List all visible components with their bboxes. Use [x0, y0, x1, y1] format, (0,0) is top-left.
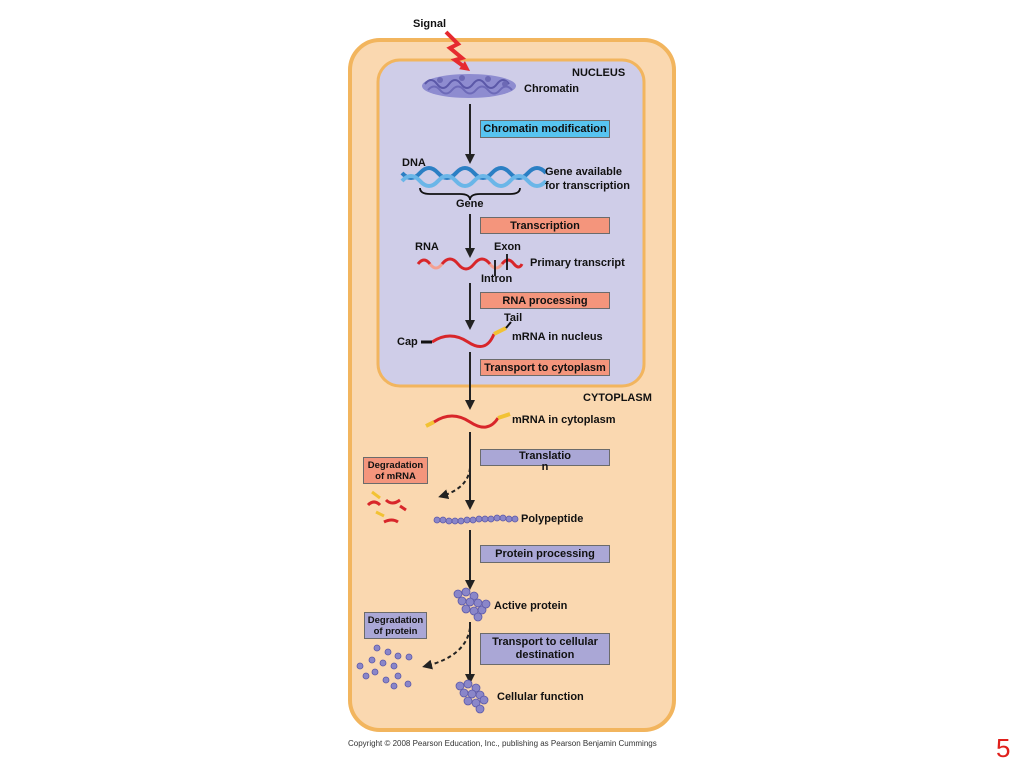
gene-available-label-1: Gene available: [545, 166, 623, 178]
step-transcription-label: Transcription: [510, 219, 580, 232]
gene-available-label-2: for transcription: [545, 180, 630, 192]
step-transport-cytoplasm: Transport to cytoplasm: [480, 359, 610, 376]
cellular-function-protein-icon: [455, 679, 489, 714]
signal-bolt-icon: [444, 30, 471, 71]
step-rna-processing: RNA processing: [480, 292, 610, 309]
step-translation-label-1: Translatio: [519, 450, 571, 462]
mrna-cytoplasm-label: mRNA in cytoplasm: [512, 414, 616, 426]
step-degradation-protein: Degradation of protein: [364, 612, 427, 639]
tail-label: Tail: [504, 312, 523, 324]
step-degradation-protein-label-2: of protein: [373, 625, 418, 637]
step-translation-label-2: n: [541, 461, 549, 473]
active-protein-icon: [453, 587, 491, 622]
slide-number: 5: [996, 733, 1011, 763]
step-transport-cellular-destination: Transport to cellular destination: [480, 633, 610, 665]
step-degradation-mrna-label-2: of mRNA: [375, 470, 416, 482]
step-chromatin-modification-label: Chromatin modification: [483, 123, 607, 135]
cytoplasm-label: CYTOPLASM: [583, 392, 652, 404]
chromatin-icon: [422, 74, 516, 98]
step-degradation-protein-label-1: Degradation: [367, 614, 424, 626]
nucleus-label: NUCLEUS: [572, 67, 626, 79]
polypeptide-label: Polypeptide: [521, 513, 584, 525]
gene-brace: [419, 187, 521, 201]
chromatin-label: Chromatin: [524, 83, 579, 95]
primary-transcript-icon: [416, 257, 524, 271]
step-protein-processing: Protein processing: [480, 545, 610, 563]
step-transcription: Transcription: [480, 217, 610, 234]
exon-label: Exon: [494, 241, 521, 253]
step-protein-processing-label: Protein processing: [495, 548, 595, 560]
mrna-cytoplasm-icon: [425, 412, 511, 429]
step-translation: Translatio n: [480, 449, 610, 473]
polypeptide-icon: [433, 514, 519, 525]
step-degradation-mrna-label-1: Degradation: [367, 459, 424, 471]
step-transport-cellular-label-1: Transport to cellular: [492, 636, 598, 648]
dna-helix-icon: [400, 166, 548, 188]
mrna-nucleus-label: mRNA in nucleus: [512, 331, 603, 343]
cap-label: Cap: [397, 336, 418, 348]
signal-label: Signal: [413, 18, 447, 30]
gene-label: Gene: [456, 198, 484, 210]
step-transport-cytoplasm-label: Transport to cytoplasm: [484, 361, 606, 374]
degraded-mrna-icon: [366, 490, 407, 524]
active-protein-label: Active protein: [494, 600, 568, 612]
mrna-nucleus-icon: [421, 321, 512, 348]
copyright-text: Copyright © 2008 Pearson Education, Inc.…: [348, 739, 657, 748]
rna-label: RNA: [415, 241, 439, 253]
step-chromatin-modification: Chromatin modification: [480, 120, 610, 138]
step-degradation-mrna: Degradation of mRNA: [363, 457, 428, 484]
dna-label: DNA: [402, 157, 426, 169]
cellular-function-label: Cellular function: [497, 691, 584, 703]
degraded-protein-icon: [356, 644, 413, 690]
step-rna-processing-label: RNA processing: [502, 294, 588, 307]
intron-label: Intron: [481, 273, 513, 285]
primary-transcript-label: Primary transcript: [530, 257, 625, 269]
step-transport-cellular-label-2: destination: [515, 649, 575, 661]
